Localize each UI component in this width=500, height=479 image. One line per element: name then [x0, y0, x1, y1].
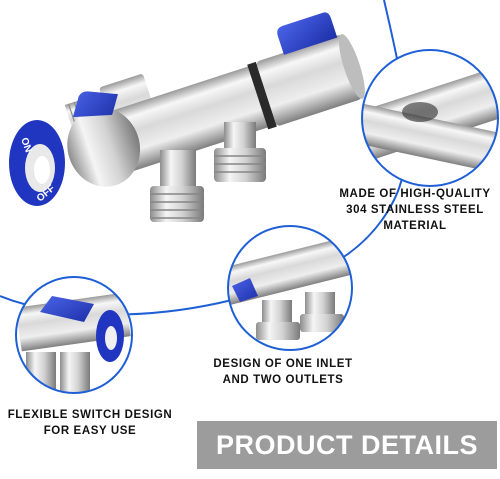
caption-inlet-line1: DESIGN OF ONE INLET — [213, 358, 353, 370]
caption-material-line2: 304 STAINLESS STEEL — [346, 204, 484, 216]
caption-switch-line2: FOR EASY USE — [43, 425, 137, 437]
caption-material: MADE OF HIGH-QUALITY 304 STAINLESS STEEL… — [330, 186, 500, 234]
banner-title: PRODUCT DETAILS — [216, 429, 478, 460]
main-valve — [64, 12, 365, 187]
caption-switch: FLEXIBLE SWITCH DESIGN FOR EASY USE — [0, 407, 180, 439]
caption-material-line1: MADE OF HIGH-QUALITY — [339, 188, 491, 200]
valve-lever-handle-right — [277, 12, 338, 55]
outlet-left — [150, 150, 204, 222]
caption-inlet: DESIGN OF ONE INLET AND TWO OUTLETS — [208, 356, 358, 388]
valve-lever-handle-left — [72, 91, 118, 118]
on-off-dial: ON OFF — [9, 120, 65, 206]
outlet-right — [214, 122, 266, 182]
caption-inlet-line2: AND TWO OUTLETS — [222, 374, 344, 386]
dial-on-label: ON — [18, 136, 33, 154]
caption-material-line3: MATERIAL — [383, 220, 447, 232]
magnifier-callout-material — [361, 49, 499, 187]
magnifier-callout-switch — [15, 276, 133, 394]
caption-switch-line1: FLEXIBLE SWITCH DESIGN — [7, 409, 173, 421]
magnifier-callout-inlet — [227, 225, 353, 351]
product-details-banner: PRODUCT DETAILS — [197, 421, 497, 469]
